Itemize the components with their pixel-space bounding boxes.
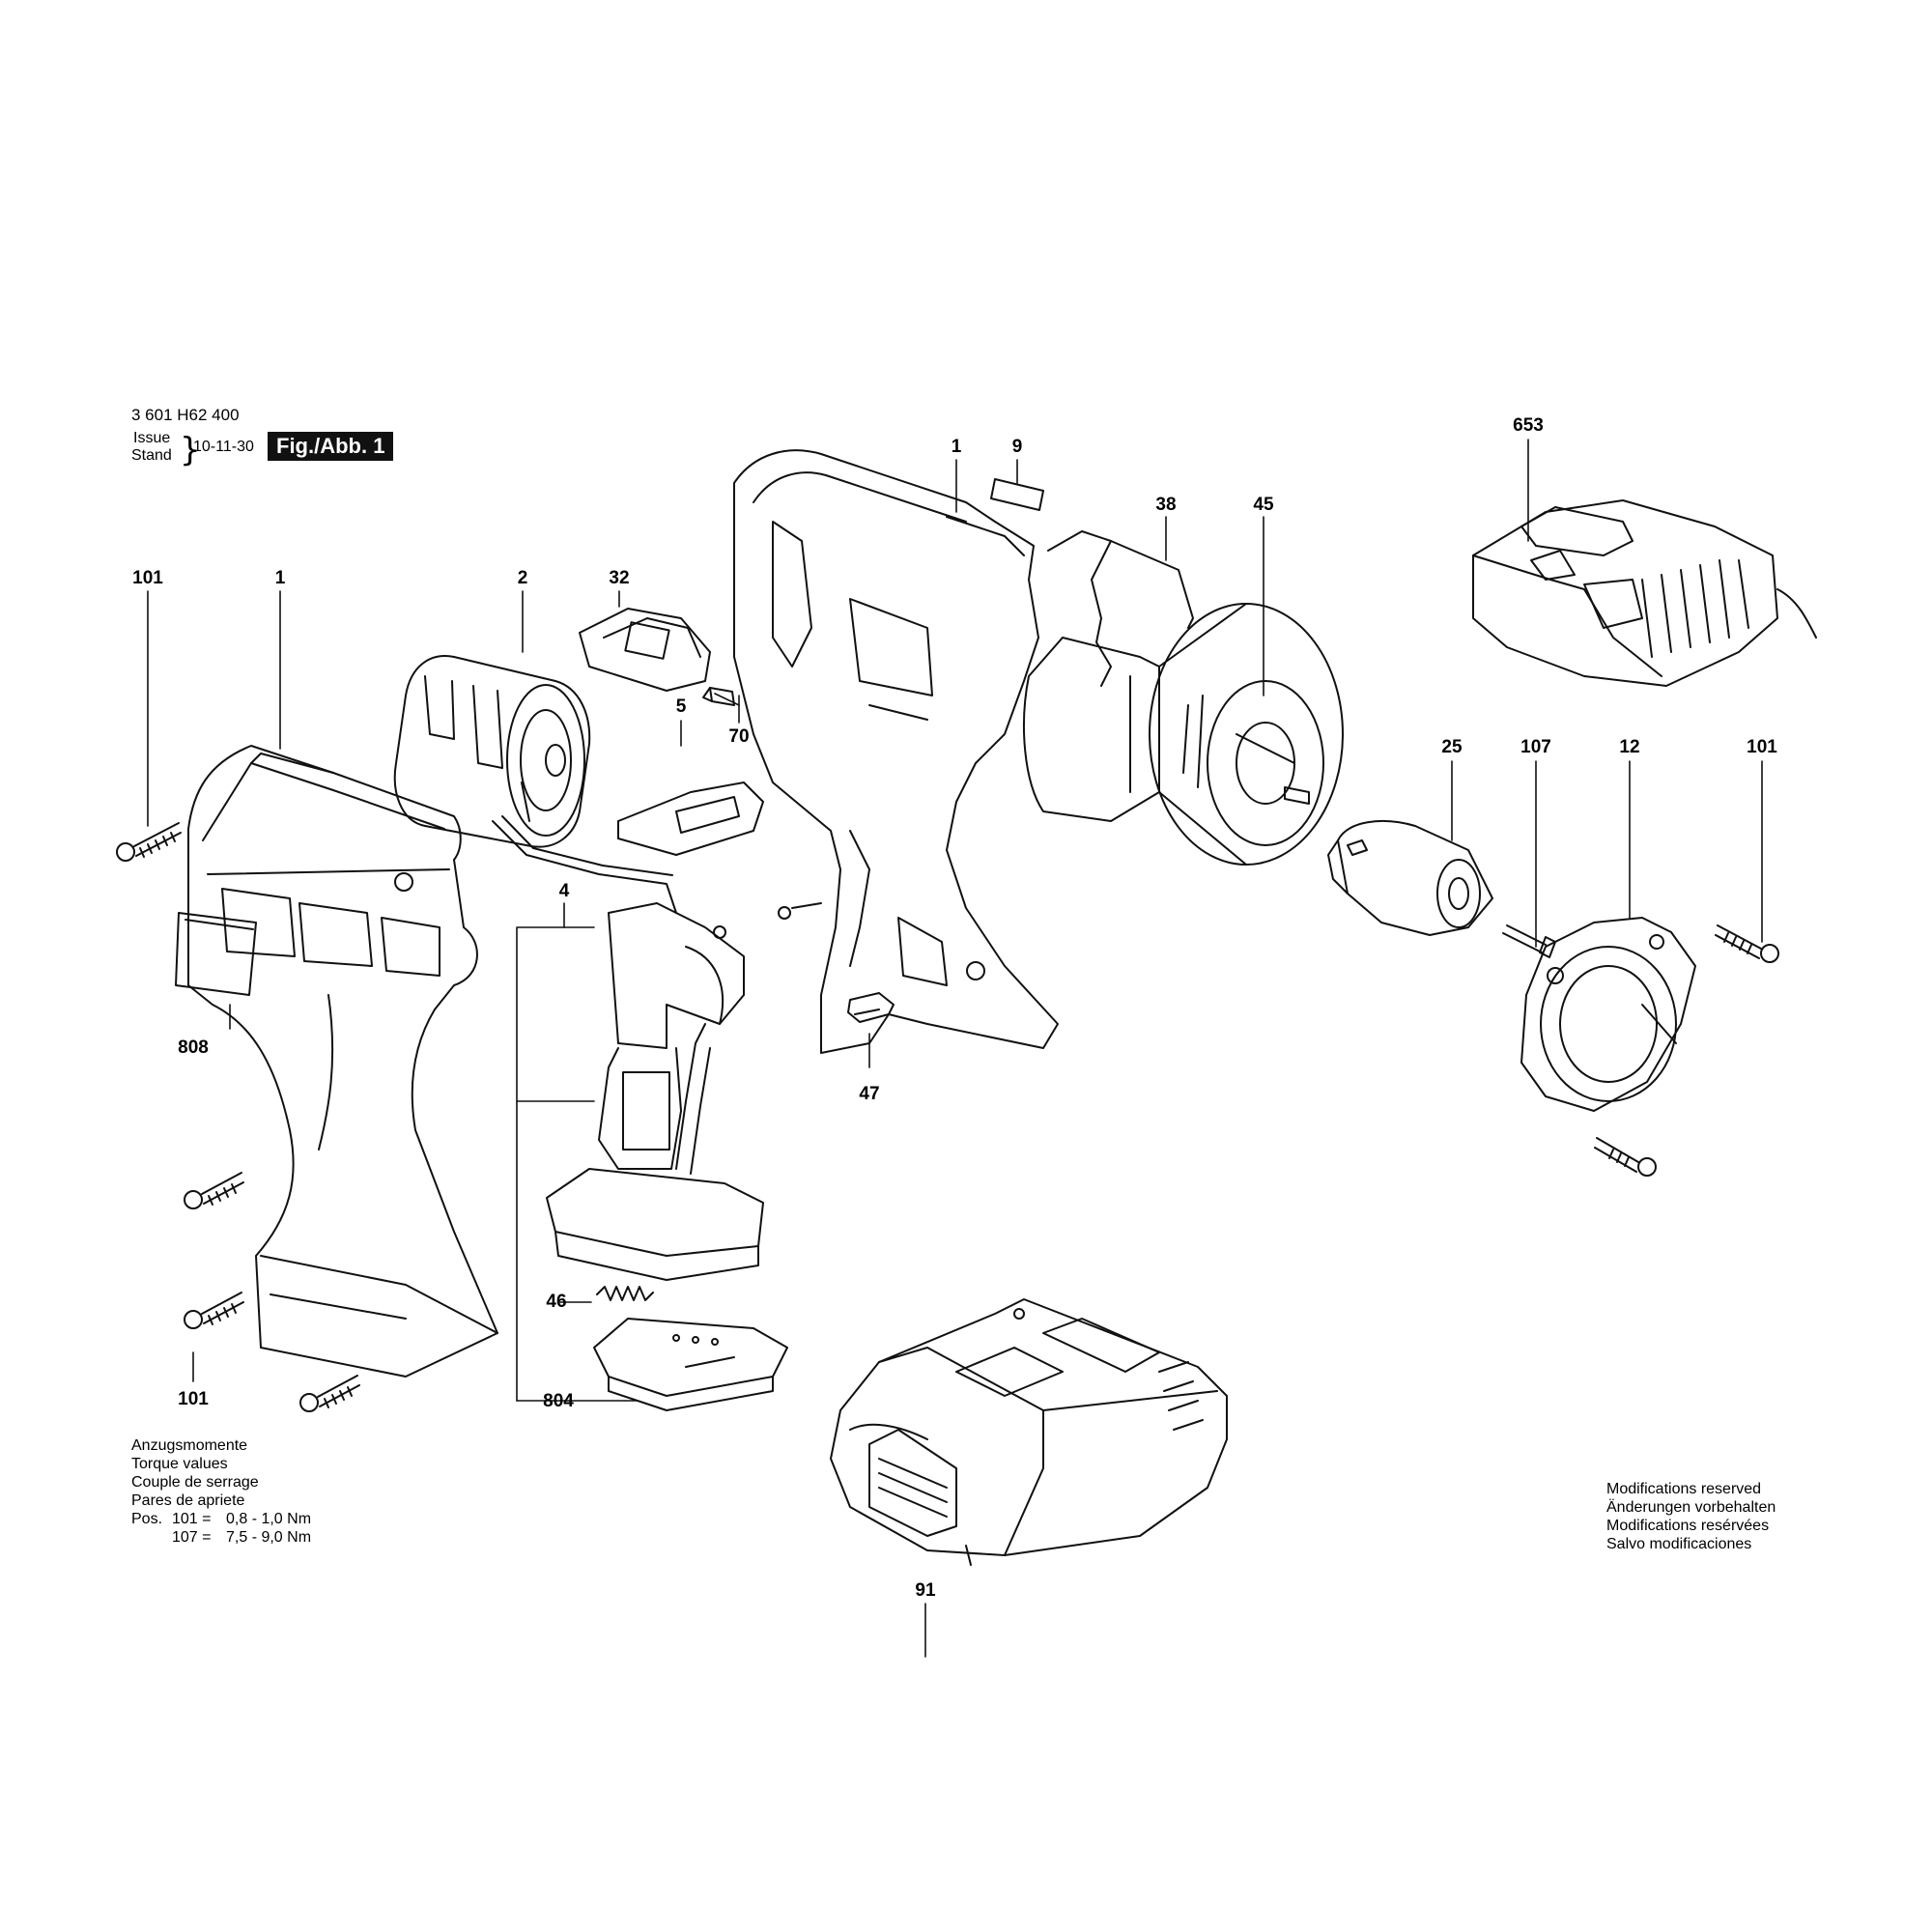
callout-25: 25 [1441, 737, 1463, 757]
label-808 [176, 913, 256, 995]
clip-47 [848, 993, 894, 1022]
callout-32: 32 [609, 568, 630, 588]
screw-101-right-lower [1595, 1138, 1656, 1176]
battery-pack [831, 1299, 1227, 1565]
torque-row: 107 = 7,5 - 9,0 Nm [131, 1528, 311, 1547]
clip [703, 688, 734, 705]
spring [597, 1287, 653, 1300]
screw-101-handle-upper [185, 1173, 243, 1208]
charger [1473, 500, 1816, 686]
callout-46: 46 [546, 1292, 567, 1312]
screw-101-upper-left [117, 823, 181, 861]
torque-value: 0,8 - 1,0 Nm [226, 1511, 312, 1527]
chuck [1328, 821, 1492, 935]
motor [395, 656, 676, 913]
callout-1: 1 [951, 437, 962, 457]
housing-half-left [188, 746, 497, 1377]
brace-icon: } [180, 431, 201, 469]
housing-half-right [734, 450, 1058, 1053]
pos-label: Pos. [131, 1511, 163, 1527]
switch-assembly [547, 903, 763, 1280]
screw-101-bottom [300, 1376, 359, 1411]
screw-101-handle-lower [185, 1293, 243, 1328]
callout-101: 101 [178, 1389, 209, 1409]
callout-9: 9 [1011, 437, 1023, 457]
issue-label: Issue [133, 430, 171, 446]
callout-4: 4 [558, 881, 570, 901]
issue-date: 10-11-30 [193, 439, 254, 455]
leader-lines [148, 440, 1762, 1657]
slider [618, 782, 763, 855]
part-number: 3 601 H62 400 [131, 406, 240, 424]
callout-2: 2 [517, 568, 528, 588]
torque-title-en: Torque values [131, 1456, 228, 1472]
torque-pos: 101 = [172, 1511, 212, 1527]
torque-value: 7,5 - 9,0 Nm [226, 1529, 312, 1546]
callout-91: 91 [915, 1580, 936, 1601]
torque-title-fr: Couple de serrage [131, 1474, 259, 1491]
screw-101-right-upper [1716, 925, 1778, 962]
gearbox [1024, 604, 1343, 865]
modifications-line: Modifications reserved [1606, 1481, 1762, 1497]
torque-row: Pos. 101 = 0,8 - 1,0 Nm [131, 1510, 311, 1528]
callout-45: 45 [1253, 495, 1274, 515]
gear-ring [1521, 918, 1695, 1111]
callout-12: 12 [1619, 737, 1640, 757]
callout-101: 101 [132, 568, 163, 588]
modifications-note: Modifications reserved Änderungen vorbeh… [1606, 1480, 1776, 1553]
callout-804: 804 [543, 1391, 574, 1411]
label-9 [991, 479, 1043, 510]
stand-label: Stand [131, 447, 172, 464]
contact-plate [594, 1319, 787, 1410]
torque-title-es: Pares de apriete [131, 1492, 245, 1509]
callout-38: 38 [1155, 495, 1177, 515]
callout-653: 653 [1513, 415, 1544, 436]
torque-title-de: Anzugsmomente [131, 1437, 248, 1454]
callout-808: 808 [178, 1037, 209, 1058]
callout-5: 5 [675, 696, 687, 717]
figure-badge: Fig./Abb. 1 [268, 432, 394, 461]
modifications-line: Salvo modificaciones [1606, 1536, 1752, 1552]
callout-107: 107 [1520, 737, 1551, 757]
torque-pos: 107 = [172, 1529, 212, 1546]
torque-note: Anzugsmomente Torque values Couple de se… [131, 1436, 311, 1547]
modifications-line: Änderungen vorbehalten [1606, 1499, 1776, 1516]
modifications-line: Modifications resérvées [1606, 1518, 1770, 1534]
switch-cover [580, 609, 710, 691]
callout-70: 70 [728, 726, 750, 747]
screw-107 [1503, 925, 1555, 957]
callout-101: 101 [1747, 737, 1777, 757]
wire-spring [1048, 531, 1193, 686]
callout-47: 47 [859, 1084, 880, 1104]
callout-1: 1 [274, 568, 286, 588]
